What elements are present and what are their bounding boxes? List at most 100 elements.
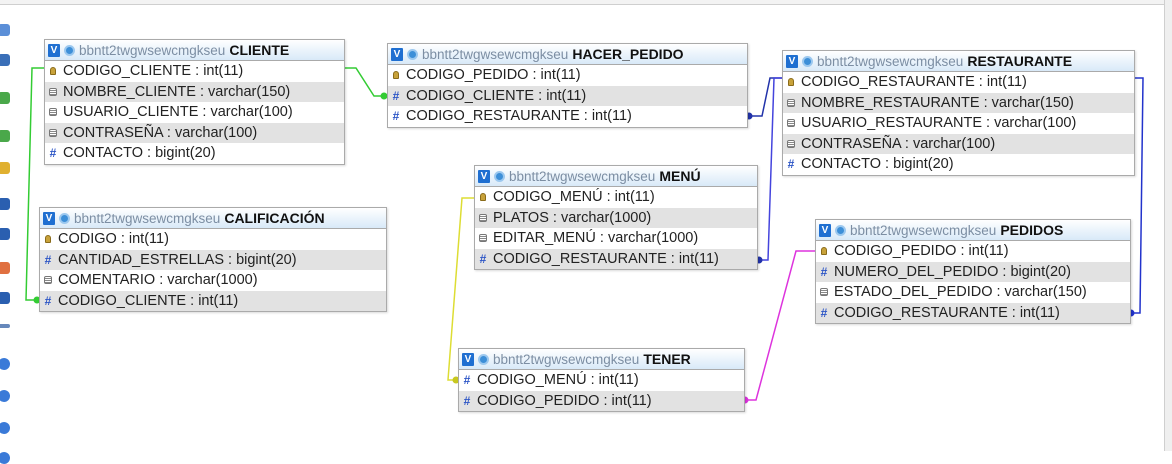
table-header[interactable]: V bbntt2twgwsewcmgkseu TENER [459,349,744,370]
field-row[interactable]: #CODIGO_RESTAURANTE : int(11) [475,248,757,269]
table-header[interactable]: V bbntt2twgwsewcmgkseu CLIENTE [45,40,344,61]
field-row[interactable]: CODIGO_CLIENTE : int(11) [45,61,344,82]
gear-icon[interactable] [407,48,418,60]
field-row[interactable]: #CODIGO_MENÚ : int(11) [459,370,744,391]
field-row[interactable]: #CODIGO_RESTAURANTE : int(11) [816,302,1130,323]
table-name: RESTAURANTE [967,53,1073,69]
relation-line [756,77,782,261]
number-field-icon: # [392,88,400,103]
field-row[interactable]: ESTADO_DEL_PEDIDO : varchar(150) [816,282,1130,303]
toolbar-icon[interactable] [0,292,10,304]
toggle-icon[interactable]: V [462,352,474,366]
gear-icon[interactable] [835,224,846,236]
relation-line [344,67,387,97]
text-field-icon [816,288,832,297]
toggle-icon[interactable]: V [391,47,403,61]
table-calificacion[interactable]: V bbntt2twgwsewcmgkseu CALIFICACIÓN CODI… [39,207,387,312]
toolbar-icon[interactable] [0,228,10,240]
field-row[interactable]: CONTRASEÑA : varchar(100) [783,133,1134,154]
gear-icon[interactable] [802,55,813,67]
field-row[interactable]: CONTRASEÑA : varchar(100) [45,122,344,143]
table-pedidos[interactable]: V bbntt2twgwsewcmgkseu PEDIDOS CODIGO_PE… [815,219,1131,324]
toolbar-icon[interactable] [0,24,10,36]
toolbar-icon[interactable] [0,452,10,464]
database-name: bbntt2twgwsewcmgkseu [850,222,997,238]
table-name: TENER [643,351,691,367]
table-header[interactable]: V bbntt2twgwsewcmgkseu CALIFICACIÓN [40,208,386,229]
table-hacer-pedido[interactable]: V bbntt2twgwsewcmgkseu HACER_PEDIDO CODI… [387,43,748,128]
primary-key-icon [475,193,491,202]
table-header[interactable]: V bbntt2twgwsewcmgkseu PEDIDOS [816,220,1130,241]
database-name: bbntt2twgwsewcmgkseu [509,168,656,184]
toggle-icon[interactable]: V [786,54,798,68]
toolbar-icon[interactable] [0,92,10,104]
toolbar-icon[interactable] [0,324,10,328]
primary-key-icon [816,247,832,256]
text-field-icon [40,276,56,285]
text-field-icon [45,128,61,137]
gear-icon[interactable] [64,44,75,56]
field-row[interactable]: #CANTIDAD_ESTRELLAS : bigint(20) [40,249,386,270]
field-row[interactable]: CODIGO_MENÚ : int(11) [475,187,757,208]
field-row[interactable]: CODIGO_PEDIDO : int(11) [388,65,747,86]
toolbar-icon[interactable] [0,358,10,370]
field-row[interactable]: #CODIGO_PEDIDO : int(11) [459,390,744,411]
table-header[interactable]: V bbntt2twgwsewcmgkseu RESTAURANTE [783,51,1134,72]
primary-key-icon [45,67,61,76]
toggle-icon[interactable]: V [48,43,60,57]
field-row[interactable]: USUARIO_CLIENTE : varchar(100) [45,102,344,123]
field-row[interactable]: PLATOS : varchar(1000) [475,207,757,228]
toggle-icon[interactable]: V [478,169,490,183]
toolbar-icon[interactable] [0,162,10,174]
table-tener[interactable]: V bbntt2twgwsewcmgkseu TENER #CODIGO_MEN… [458,348,745,412]
field-row[interactable]: CODIGO_PEDIDO : int(11) [816,241,1130,262]
table-name: CALIFICACIÓN [224,210,325,226]
number-field-icon: # [44,252,52,267]
table-name: CLIENTE [229,42,290,58]
gear-icon[interactable] [494,170,505,182]
text-field-icon [783,119,799,128]
number-field-icon: # [49,146,57,161]
text-field-icon [475,234,491,243]
number-field-icon: # [820,264,828,279]
text-field-icon [475,213,491,222]
database-name: bbntt2twgwsewcmgkseu [422,46,569,62]
toolbar-icon[interactable] [0,130,10,142]
number-field-icon: # [463,393,471,408]
field-row[interactable]: #CONTACTO : bigint(20) [45,143,344,164]
field-row[interactable]: #NUMERO_DEL_PEDIDO : bigint(20) [816,261,1130,282]
field-row[interactable]: CODIGO : int(11) [40,229,386,250]
toggle-icon[interactable]: V [43,211,55,225]
field-row[interactable]: USUARIO_RESTAURANTE : varchar(100) [783,113,1134,134]
field-row[interactable]: EDITAR_MENÚ : varchar(1000) [475,228,757,249]
toolbar-icon[interactable] [0,422,10,434]
text-field-icon [783,98,799,107]
field-row[interactable]: #CODIGO_RESTAURANTE : int(11) [388,106,747,127]
field-row[interactable]: #CODIGO_CLIENTE : int(11) [388,85,747,106]
table-restaurante[interactable]: V bbntt2twgwsewcmgkseu RESTAURANTE CODIG… [782,50,1135,176]
field-row[interactable]: #CODIGO_CLIENTE : int(11) [40,290,386,311]
field-row[interactable]: NOMBRE_CLIENTE : varchar(150) [45,81,344,102]
toolbar-icon[interactable] [0,198,10,210]
number-field-icon: # [787,157,795,172]
table-name: HACER_PEDIDO [572,46,684,62]
table-header[interactable]: V bbntt2twgwsewcmgkseu HACER_PEDIDO [388,44,747,65]
table-menu[interactable]: V bbntt2twgwsewcmgkseu MENÚ CODIGO_MENÚ … [474,165,758,270]
table-cliente[interactable]: V bbntt2twgwsewcmgkseu CLIENTE CODIGO_CL… [44,39,345,165]
field-row[interactable]: COMENTARIO : varchar(1000) [40,270,386,291]
toolbar-icon[interactable] [0,262,10,274]
table-name: PEDIDOS [1000,222,1064,238]
table-name: MENÚ [659,168,701,184]
vertical-scrollbar[interactable] [1164,0,1172,451]
table-header[interactable]: V bbntt2twgwsewcmgkseu MENÚ [475,166,757,187]
field-row[interactable]: #CONTACTO : bigint(20) [783,154,1134,175]
gear-icon[interactable] [59,212,70,224]
number-field-icon: # [463,373,471,388]
toolbar-icon[interactable] [0,54,10,66]
field-row[interactable]: NOMBRE_RESTAURANTE : varchar(150) [783,92,1134,113]
toolbar-icon[interactable] [0,390,10,402]
field-row[interactable]: CODIGO_RESTAURANTE : int(11) [783,72,1134,93]
database-name: bbntt2twgwsewcmgkseu [74,210,221,226]
gear-icon[interactable] [478,353,489,365]
toggle-icon[interactable]: V [819,223,831,237]
